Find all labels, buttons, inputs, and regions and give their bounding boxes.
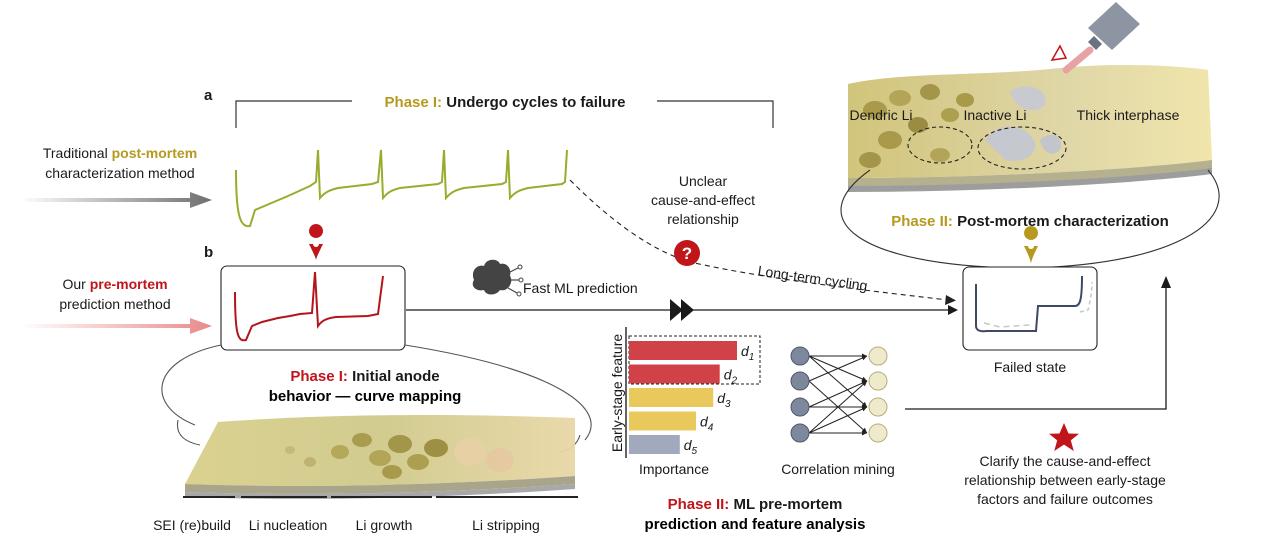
initial-anode-slab [185,415,575,499]
importance-bar-2 [629,364,720,384]
clarify-line3: factors and failure outcomes [977,491,1153,507]
correlation-mining-label: Correlation mining [781,461,895,477]
microscope-icon [1050,2,1140,74]
fast-ml-label: Fast ML prediction [523,280,638,296]
question-icon: ? [674,240,700,266]
phase2-top-title: Phase II: Post-mortem characterization [891,213,1169,230]
phase2-bottom-title: Phase II: ML pre-mortem [668,496,843,513]
importance-bar-4 [629,411,696,431]
main-flow-arrowhead [948,305,958,315]
phase1-bottom-arc [161,344,592,441]
failed-state-ghost-curve-2 [1079,281,1093,313]
phase2-bottom-subtitle: prediction and feature analysis [645,516,866,533]
panel-a-label: a [204,87,213,104]
location-pin-icon [1024,226,1039,264]
panel-b-label: b [204,244,213,261]
output-node [868,371,888,391]
long-term-arrowhead [945,295,956,305]
red-location-pin-icon [309,223,324,260]
correlation-edge [808,380,868,434]
inactive-li-label: Inactive Li [963,107,1026,123]
correlation-to-failed-connector [905,286,1167,410]
initial-curve-red [234,271,384,342]
traditional-method-line2: characterization method [45,165,194,181]
output-node [868,397,888,417]
traditional-method-label: Traditional post-mortem [43,145,197,161]
ours-method-label: Our pre-mortem [62,276,167,292]
dendric-li-label: Dendric Li [849,107,912,123]
thick-interphase-label: Thick interphase [1077,107,1180,123]
traditional-arrow [20,192,212,208]
correlation-edge-head [861,406,867,412]
importance-bar-1 [629,341,737,360]
connector-arrowhead [1161,276,1171,288]
phase1-bracket [235,100,774,128]
cycling-curve-gold [235,149,568,228]
ours-arrow [20,318,212,334]
step-li-stripping: Li stripping [472,517,540,533]
importance-y-label: Early-stage feature [609,334,625,452]
step-sei-rebuild: SEI (re)build [153,517,231,533]
unclear-line1: Unclear [679,173,728,189]
importance-bar-label-2: d2 [724,367,738,387]
failed-anode-slab [848,64,1212,192]
failed-state-ghost-curve [983,322,1031,328]
correlation-edge [808,406,868,434]
correlation-edge [808,355,868,382]
fast-forward-icon [670,299,694,321]
clarify-line2: relationship between early-stage [964,472,1166,488]
correlation-edge-head [861,376,867,382]
importance-bar-3 [629,388,714,407]
failed-state-curve [975,275,1083,333]
long-term-cycling-arrow [569,179,949,301]
unclear-line3: relationship [667,211,739,227]
step-li-growth: Li growth [356,517,413,533]
unclear-line2: cause-and-effect [651,192,755,208]
correlation-edge-head [861,355,867,361]
importance-bar-label-4: d4 [700,414,714,434]
star-icon [1049,423,1079,451]
input-node [790,346,810,366]
input-node [790,423,810,443]
ours-method-line2: prediction method [59,296,170,312]
phase1-bottom-subtitle: behavior — curve mapping [269,388,462,405]
ml-brain-icon [472,259,524,297]
long-term-cycling-label: Long-term cycling [757,262,869,293]
output-node [868,423,888,443]
correlation-network [790,346,888,443]
importance-bar-label-1: d1 [741,343,754,363]
phase1-bottom-title: Phase I: Initial anode [290,368,439,385]
clarify-line1: Clarify the cause-and-effect [980,453,1151,469]
top-features-highlight-box [628,335,761,385]
correlation-edge [808,355,868,408]
failed-state-box [962,266,1098,351]
importance-bar-label-5: d5 [684,437,698,457]
importance-bar-label-3: d3 [717,390,731,410]
step-li-nucleation: Li nucleation [249,517,328,533]
importance-bar-5 [629,435,680,454]
input-node [790,397,810,417]
input-node [790,371,810,391]
importance-x-label: Importance [639,461,709,477]
correlation-edge-head [862,430,867,436]
correlation-edge-head [861,381,867,387]
failed-state-label: Failed state [994,359,1067,375]
output-node [868,346,888,366]
phase1-top-title: Phase I: Undergo cycles to failure [385,94,626,111]
svg-text:?: ? [682,244,692,263]
correlation-edge [808,380,868,408]
